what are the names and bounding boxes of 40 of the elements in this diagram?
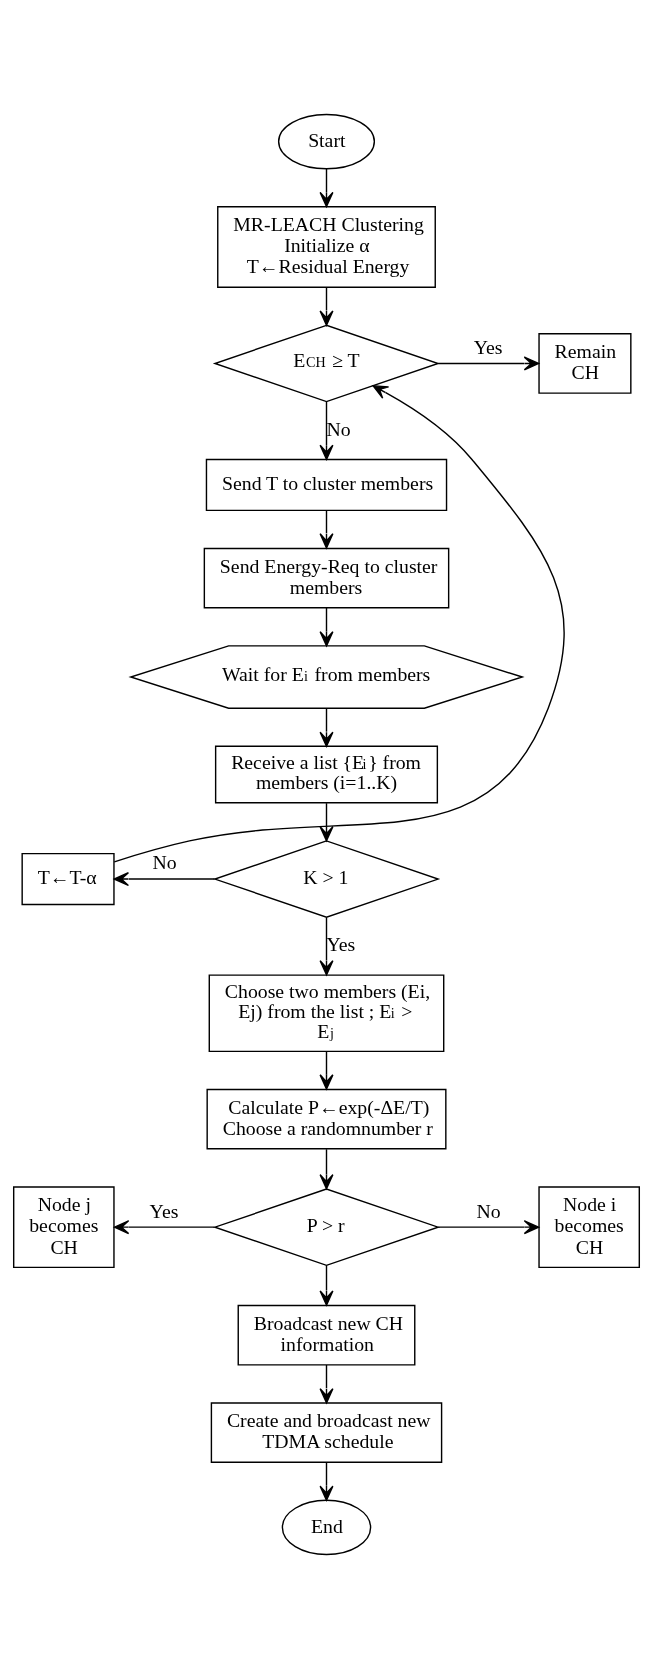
node-ellipse: End: [281, 1499, 372, 1555]
arrow: [113, 871, 216, 886]
arrow: [319, 286, 334, 326]
node-box: Calculate P←exp(-ΔE/T) Choose a randomnumber r: [206, 1088, 447, 1149]
arrow: [319, 509, 334, 549]
arrow: [319, 1148, 334, 1189]
arrow: [319, 1461, 334, 1501]
arrow: [319, 1264, 334, 1306]
node-box: Remain CH: [538, 332, 632, 394]
edge-label: Yes: [473, 335, 503, 358]
edge-label: No: [152, 850, 177, 873]
node-diamond: P > r: [212, 1187, 441, 1266]
node-box: MR-LEACH Clustering Initialize α T←Residual Energy: [217, 205, 436, 288]
edge-label: Yes: [149, 1199, 179, 1222]
node-box: Choose two members (Ei, Ej) from the list ; Ei > Ej: [208, 973, 445, 1052]
node-box: Send T to cluster members: [205, 458, 448, 511]
arrow: [113, 1219, 216, 1234]
arrow: [319, 707, 334, 747]
edge-label: No: [476, 1199, 501, 1222]
node-box: Node i becomes CH: [538, 1185, 640, 1268]
edge-label: Yes: [326, 932, 356, 955]
arrow: [319, 400, 334, 460]
arrow: [319, 916, 334, 976]
arrow: [319, 606, 334, 647]
arrow: [319, 167, 334, 207]
arrow: [113, 384, 565, 862]
node-box: Create and broadcast new TDMA schedule: [210, 1401, 443, 1463]
arrow: [319, 1363, 334, 1404]
node-box: Send Energy-Req to cluster members: [203, 547, 450, 608]
arrow: [319, 1050, 334, 1090]
arrow: [319, 802, 334, 841]
node-box: Receive a list {Ei} from members (i=1..K): [214, 745, 439, 803]
node-diamond: K > 1: [212, 839, 441, 918]
node-ellipse: Start: [277, 113, 376, 169]
node-box: Node j becomes CH: [13, 1185, 115, 1268]
arrow: [437, 355, 540, 371]
arrow: [437, 1219, 540, 1234]
edge-label: No: [326, 417, 351, 440]
node-box: Broadcast new CH information: [237, 1304, 416, 1366]
node-box: T←T-α: [21, 852, 115, 905]
